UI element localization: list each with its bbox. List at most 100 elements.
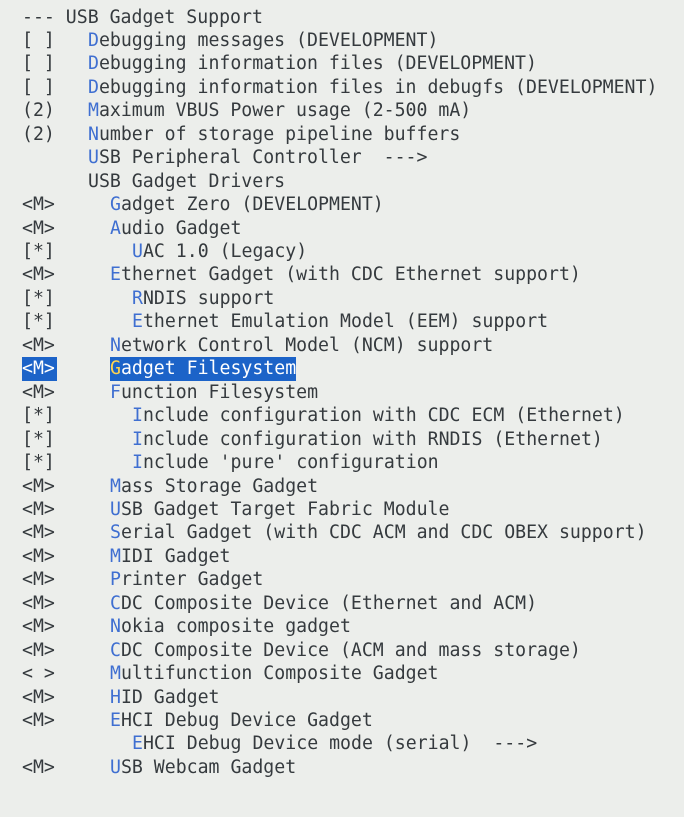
- menu-item[interactable]: (2)Maximum VBUS Power usage (2-500 mA): [0, 99, 684, 122]
- menu-item-label: Ethernet Gadget (with CDC Ethernet suppo…: [110, 263, 581, 286]
- menu-item[interactable]: <M>CDC Composite Device (Ethernet and AC…: [0, 592, 684, 615]
- menu-item-state[interactable]: [ ]: [22, 29, 55, 51]
- menu-item-hotkey: P: [110, 569, 121, 591]
- menu-item-state[interactable]: <M>: [22, 616, 55, 638]
- menu-item-state[interactable]: <M>: [22, 381, 55, 403]
- menu-item-state[interactable]: <M>: [22, 217, 55, 239]
- menu-item-state[interactable]: (2): [22, 123, 55, 145]
- menu-item-state[interactable]: [*]: [22, 241, 55, 262]
- menu-item-label: Serial Gadget (with CDC ACM and CDC OBEX…: [110, 521, 647, 544]
- menu-item[interactable]: [*]Ethernet Emulation Model (EEM) suppor…: [0, 310, 684, 333]
- menu-item-state[interactable]: <M>: [22, 522, 55, 544]
- menu-item[interactable]: <M> CDC Composite Device (ACM and mass st…: [0, 639, 684, 662]
- menu-item-hotkey: I: [132, 428, 143, 450]
- menu-item[interactable]: <M> MIDI Gadget: [0, 545, 684, 568]
- menu-item-label: USB Gadget Target Fabric Module: [110, 498, 449, 521]
- menu-item-text: nclude configuration with CDC ECM (Ether…: [142, 405, 625, 427]
- menu-item-hotkey: I: [132, 452, 143, 474]
- menu-item[interactable]: <M>EHCI Debug Device Gadget: [0, 709, 684, 732]
- menu-item-hotkey: D: [88, 53, 99, 75]
- menu-item-hotkey: M: [110, 663, 121, 685]
- menu-item-label: Include configuration with CDC ECM (Ethe…: [132, 404, 625, 427]
- menu-item[interactable]: <M> Network Control Model (NCM) support: [0, 334, 684, 357]
- menu-item[interactable]: [*] Include configuration with RNDIS (Eth…: [0, 428, 684, 451]
- menu-item-text: USB Gadget Drivers: [88, 170, 286, 192]
- menu-item-state[interactable]: <M>: [22, 264, 55, 286]
- menu-item[interactable]: <M> Ethernet Gadget (with CDC Ethernet su…: [0, 263, 684, 286]
- menu-item-hotkey: N: [110, 334, 121, 356]
- menu-item[interactable]: <M>HID Gadget: [0, 686, 684, 709]
- menu-item-state[interactable]: <M>: [22, 686, 55, 708]
- menu-item[interactable]: <M> Nokia composite gadget: [0, 615, 684, 638]
- menu-item-state[interactable]: <M>: [22, 756, 55, 778]
- menu-item-state[interactable]: <M>: [22, 592, 55, 614]
- menu-item-state[interactable]: < >: [22, 663, 55, 685]
- menu-item-state[interactable]: <M>: [22, 357, 57, 381]
- menu-item-state[interactable]: <M>: [22, 639, 55, 661]
- menu-item-label: Function Filesystem: [110, 381, 318, 404]
- menu-item-state[interactable]: [ ]: [22, 53, 55, 75]
- menu-item[interactable]: <M> Printer Gadget: [0, 568, 684, 591]
- menu-item[interactable]: [*] Include configuration with CDC ECM (E…: [0, 404, 684, 427]
- menu-item[interactable]: EHCI Debug Device mode (serial) --->: [0, 732, 684, 755]
- menu-item-state[interactable]: <M>: [22, 475, 55, 497]
- menu-item[interactable]: <M> USB Webcam Gadget: [0, 756, 684, 779]
- menu-item-state[interactable]: (2): [22, 100, 55, 122]
- menu-item-state[interactable]: <M>: [22, 194, 55, 216]
- menu-item[interactable]: < >Multifunction Composite Gadget: [0, 662, 684, 685]
- menu-item[interactable]: [*] Include 'pure' configuration: [0, 451, 684, 474]
- menu-item-state[interactable]: [*]: [22, 452, 55, 474]
- menu-item-state[interactable]: <M>: [22, 569, 55, 591]
- menu-item-state[interactable]: [*]: [22, 287, 55, 309]
- menu-item-text: etwork Control Model (NCM) support: [120, 334, 494, 356]
- menu-item-text: udio Gadget: [120, 217, 242, 239]
- menu-item-state[interactable]: [*]: [22, 311, 55, 333]
- menu-item[interactable]: <M> Audio Gadget: [0, 217, 684, 240]
- menu-item-hotkey: G: [110, 194, 121, 216]
- menu-item[interactable]: [*] RNDIS support: [0, 287, 684, 310]
- menu-item-label: Include configuration with RNDIS (Ethern…: [132, 428, 603, 451]
- menu-item-state[interactable]: <M>: [22, 710, 55, 731]
- menu-item-hotkey: U: [110, 498, 121, 520]
- menu-item[interactable]: [ ]Debugging messages (DEVELOPMENT): [0, 29, 684, 52]
- menu-item-text: ebugging information files (DEVELOPMENT): [98, 53, 537, 75]
- menu-item-state[interactable]: [*]: [22, 405, 55, 427]
- menu-item[interactable]: [ ]Debugging information files in debugf…: [0, 76, 684, 99]
- menu-item-hotkey: H: [110, 686, 121, 708]
- menu-item-hotkey: N: [88, 123, 99, 145]
- menu-item-label: Audio Gadget: [110, 217, 241, 240]
- menu-item-hotkey: F: [110, 381, 121, 403]
- menu-item-label: Printer Gadget: [110, 568, 263, 591]
- menu-item[interactable]: [ ] Debugging information files (DEVELOPM…: [0, 52, 684, 75]
- menu-item-state[interactable]: <M>: [22, 334, 55, 356]
- menu-item[interactable]: <M> USB Gadget Target Fabric Module: [0, 498, 684, 521]
- menu-item-hotkey: R: [132, 287, 143, 309]
- menu-header: --- USB Gadget Support: [0, 6, 684, 29]
- menu-item-hotkey: C: [110, 592, 121, 614]
- menu-item-state[interactable]: <M>: [22, 498, 55, 520]
- menu-item-text: unction Filesystem: [120, 381, 319, 403]
- menu-item-hotkey: E: [110, 264, 121, 286]
- menu-item-label: MIDI Gadget: [110, 545, 230, 568]
- menu-item[interactable]: <M>Gadget Zero (DEVELOPMENT): [0, 193, 684, 216]
- menu-item[interactable]: <M>Mass Storage Gadget: [0, 475, 684, 498]
- menu-item-text: SB Peripheral Controller --->: [98, 147, 428, 169]
- menu-item-label: EHCI Debug Device mode (serial) --->: [132, 732, 537, 755]
- menu-item-hotkey: D: [88, 76, 99, 98]
- menu-item[interactable]: (2)Number of storage pipeline buffers: [0, 123, 684, 146]
- menu-item[interactable]: <M> Serial Gadget (with CDC ACM and CDC O…: [0, 521, 684, 544]
- menu-item-label: CDC Composite Device (ACM and mass stora…: [110, 639, 581, 662]
- menu-item-state[interactable]: [ ]: [22, 76, 55, 98]
- menu-item[interactable]: USB Peripheral Controller --->: [0, 146, 684, 169]
- menu-item-text: nclude 'pure' configuration: [142, 452, 439, 474]
- menu-item-label: USB Webcam Gadget: [110, 756, 296, 779]
- menu-item[interactable]: [*]UAC 1.0 (Legacy): [0, 240, 684, 263]
- menu-item-label: RNDIS support: [132, 287, 274, 310]
- menu-item-text: ass Storage Gadget: [120, 475, 319, 497]
- menu-item-label: Nokia composite gadget: [110, 615, 351, 638]
- menu-item[interactable]: <M> Function Filesystem: [0, 381, 684, 404]
- menu-item-state[interactable]: <M>: [22, 545, 55, 567]
- menu-item-label: Network Control Model (NCM) support: [110, 334, 493, 357]
- menu-item-selected[interactable]: <M>Gadget Filesystem: [0, 357, 684, 381]
- menu-item-state[interactable]: [*]: [22, 428, 55, 450]
